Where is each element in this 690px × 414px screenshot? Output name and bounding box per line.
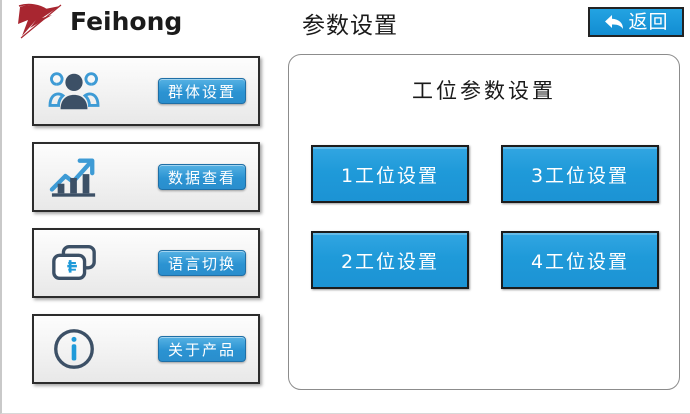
station-button-2[interactable]: 2工位设置 [311, 231, 469, 289]
group-people-icon [46, 65, 102, 117]
back-button[interactable]: 返回 [588, 7, 684, 37]
station-button-4[interactable]: 4工位设置 [501, 231, 659, 289]
info-circle-icon [46, 323, 102, 375]
brand-name: Feihong [70, 7, 183, 36]
chart-growth-icon [46, 151, 102, 203]
back-button-label: 返回 [628, 10, 669, 33]
station-button-grid: 1工位设置 3工位设置 2工位设置 4工位设置 [311, 145, 659, 289]
brand-logo: Feihong [12, 2, 182, 42]
sidebar-item-label: 群体设置 [157, 78, 246, 104]
flying-bird-logo-icon [18, 3, 62, 39]
sidebar-item-data-view[interactable]: 数据查看 [32, 142, 260, 212]
sidebar: 群体设置 数据查看 [32, 56, 260, 400]
sidebar-item-label: 语言切换 [157, 250, 246, 276]
page-title: 参数设置 [302, 13, 398, 39]
sidebar-item-label: 关于产品 [157, 336, 246, 362]
language-switch-icon [46, 237, 102, 289]
sidebar-item-about-product[interactable]: 关于产品 [32, 314, 260, 384]
header-bar: Feihong 参数设置 返回 [2, 0, 690, 44]
back-arrow-icon [605, 15, 624, 29]
sidebar-item-language-switch[interactable]: 语言切换 [32, 228, 260, 298]
station-settings-panel: 工位参数设置 1工位设置 3工位设置 2工位设置 4工位设置 [288, 54, 680, 390]
sidebar-item-group-settings[interactable]: 群体设置 [32, 56, 260, 126]
station-button-1[interactable]: 1工位设置 [311, 145, 469, 203]
station-button-3[interactable]: 3工位设置 [501, 145, 659, 203]
sidebar-item-label: 数据查看 [157, 164, 246, 190]
panel-title: 工位参数设置 [412, 79, 556, 103]
